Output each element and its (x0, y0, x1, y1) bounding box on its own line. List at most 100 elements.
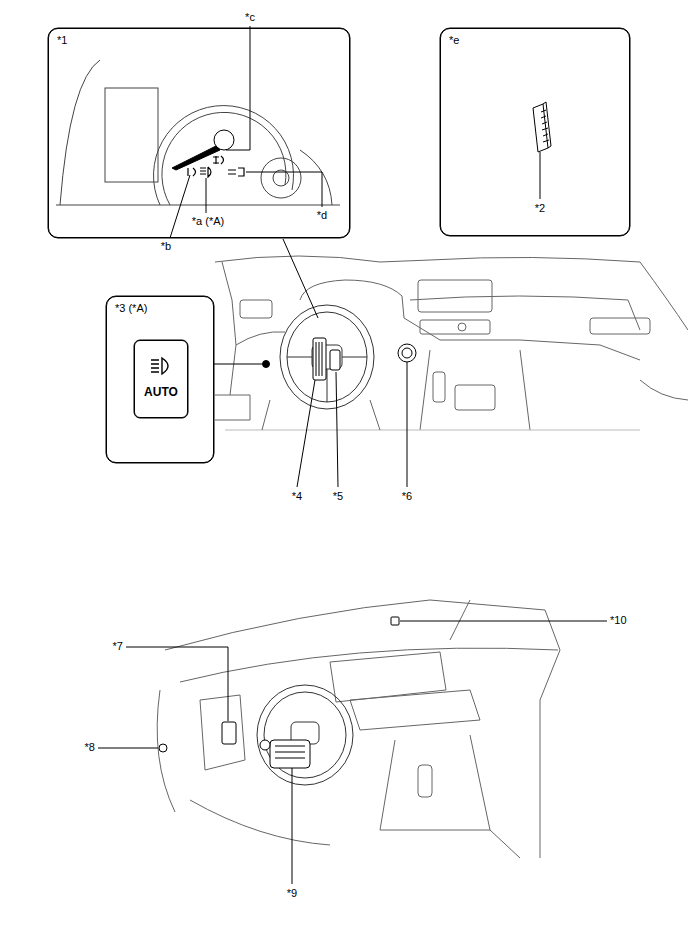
leader-line (336, 372, 338, 487)
dashboard-upper (418, 280, 492, 312)
leader-line (214, 239, 407, 487)
callout-number: *a (*A) (192, 215, 224, 228)
steering-wheel-upper (287, 312, 367, 402)
column-switch (330, 350, 340, 370)
leader-line (226, 26, 250, 150)
combination-meter (60, 60, 100, 205)
combination-meter (162, 112, 286, 205)
combination-meter (300, 150, 332, 205)
leader-line (98, 748, 158, 749)
leader-line (246, 172, 322, 207)
steering-wheel-lower (257, 685, 353, 785)
leader-line (283, 239, 318, 318)
dashboard-upper (240, 300, 272, 318)
dashboard-upper (215, 256, 640, 262)
dashboard-upper (215, 395, 250, 420)
callout-number: *3 (*A) (115, 302, 205, 315)
part-symbol (222, 722, 236, 744)
leader-line (292, 768, 293, 884)
callout-number: *e (449, 34, 621, 47)
dashboard-lower (165, 600, 545, 650)
push-button (402, 348, 412, 358)
part-symbol (275, 746, 305, 758)
combination-meter (56, 60, 340, 205)
control-module (533, 104, 548, 152)
dashboard-lower (350, 690, 480, 730)
combination-meter (56, 205, 340, 206)
indicator-symbol (188, 168, 196, 176)
control-module (533, 102, 551, 199)
steering-wheel-lower (257, 685, 353, 785)
steering-wheel-upper (287, 357, 367, 402)
meter-needle (172, 130, 234, 170)
dashboard-upper (520, 350, 530, 430)
dashboard-lower (380, 740, 395, 830)
callout-number: *6 (402, 490, 412, 503)
dashboard-lower (180, 648, 558, 682)
leader-line (214, 364, 262, 365)
dashboard-lower (380, 830, 520, 858)
dashboard-lower (200, 695, 245, 770)
steering-wheel-lower (264, 692, 346, 778)
leader-line (263, 361, 270, 368)
dashboard-upper (640, 380, 688, 400)
leader-line (170, 175, 190, 238)
indicator-symbol (213, 156, 224, 164)
dashboard-upper (433, 372, 445, 402)
callout-number: *c (245, 11, 255, 24)
part-symbol (159, 744, 167, 752)
indicator-symbol (200, 167, 211, 177)
callout-number: *1 (57, 34, 341, 47)
leader-line (170, 26, 322, 238)
callout-number: *8 (85, 741, 95, 754)
indicator-symbol (188, 156, 244, 177)
switch-text: AUTO (144, 386, 178, 399)
meter-needle (172, 146, 220, 170)
inset-panel (48, 28, 630, 463)
switch-icon (134, 340, 188, 418)
part-symbol (260, 740, 270, 750)
combination-meter (261, 158, 301, 198)
control-module (540, 152, 541, 199)
dashboard-lower (540, 610, 560, 858)
column-switch (313, 338, 326, 380)
dashboard-lower (330, 652, 446, 702)
dashboard-lower (157, 600, 560, 858)
callout-number: *b (161, 240, 171, 253)
column-switch (316, 342, 322, 376)
leader-line (98, 621, 607, 884)
dashboard-lower (157, 690, 175, 812)
switch-icon (134, 340, 188, 418)
leader-line (407, 362, 408, 487)
dashboard-lower (470, 735, 490, 830)
leader-line (206, 178, 207, 213)
indicator-symbol (228, 168, 244, 176)
callout-number: *7 (113, 640, 123, 653)
dashboard-upper (420, 350, 430, 430)
inset-panel (48, 28, 350, 238)
control-module (541, 110, 549, 142)
inset-panel: *1 (48, 28, 350, 238)
leader-line (297, 380, 315, 487)
dashboard-upper (262, 400, 380, 430)
dashboard-upper (225, 430, 640, 431)
dashboard-lower (190, 800, 330, 845)
dashboard-upper (404, 318, 640, 360)
part-symbol (391, 617, 399, 625)
inset-panel (440, 28, 630, 236)
inset-panel: *3 (*A) AUTO (106, 296, 214, 463)
steering-wheel-upper (280, 305, 374, 409)
push-button (398, 344, 416, 362)
callout-number: *10 (610, 614, 627, 627)
dashboard-lower (450, 600, 470, 640)
dashboard-upper (458, 323, 466, 331)
dashboard-upper (215, 256, 688, 430)
combination-meter (105, 88, 158, 182)
leader-line (126, 647, 228, 721)
dashboard-upper (420, 320, 490, 334)
switch-button: AUTO (134, 340, 188, 418)
dashboard-upper (455, 385, 495, 410)
part-symbol (270, 740, 310, 768)
dashboard-upper (236, 332, 285, 345)
